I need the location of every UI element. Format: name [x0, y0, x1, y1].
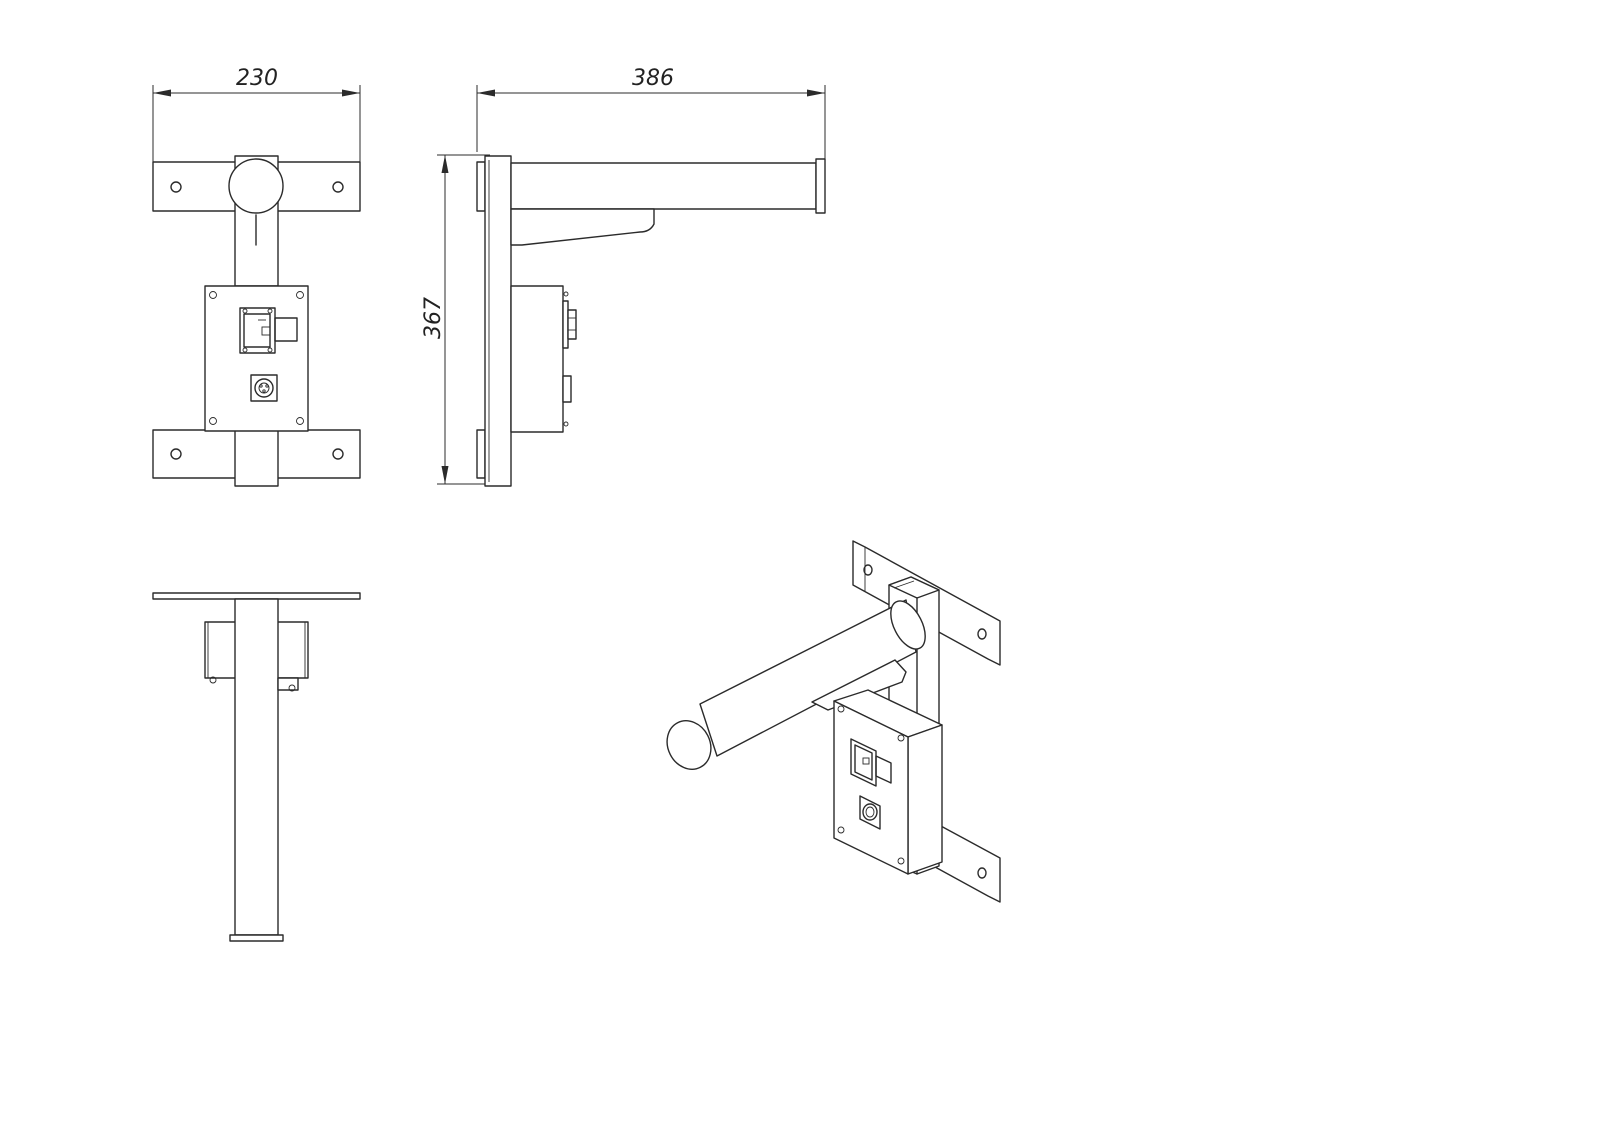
vertical-post-lower: [234, 429, 279, 487]
iso-gusset: [811, 659, 907, 711]
power-socket-icon: [239, 307, 298, 354]
front-view: 230: [152, 66, 361, 487]
junction-box-side: [510, 285, 564, 433]
dimension-length-label: 386: [632, 66, 674, 91]
iso-arm-end-cap: [666, 720, 712, 770]
dimension-length: 386: [476, 66, 826, 160]
mounting-hole: [332, 181, 344, 193]
xlr-connector-icon: [250, 374, 278, 402]
arm-end-cap: [228, 158, 284, 214]
junction-box: [204, 285, 309, 432]
iso-xlr-connector-icon: [859, 795, 881, 830]
mounting-hole: [332, 448, 344, 460]
horizontal-arm-top: [234, 598, 279, 936]
side-view: 386 367: [421, 66, 826, 487]
dimension-width: 230: [152, 66, 361, 162]
iso-box-front: [833, 700, 909, 875]
support-gusset: [510, 208, 655, 246]
mounting-hole: [170, 181, 182, 193]
xlr-profile: [562, 375, 572, 403]
plate-top-edge: [152, 592, 361, 600]
dimension-height: 367: [421, 154, 490, 485]
mounting-hole: [170, 448, 182, 460]
socket-profile: [562, 300, 569, 349]
top-plate-edge: [476, 161, 486, 212]
dimension-height-label: 367: [421, 297, 446, 339]
arm-end-cap-top: [229, 934, 284, 942]
arm-end-cap-side: [815, 158, 826, 214]
isometric-view: [666, 540, 1001, 903]
iso-power-socket-icon: [850, 738, 892, 787]
bottom-plate-edge: [476, 429, 486, 479]
horizontal-arm: [510, 162, 817, 210]
iso-box-side: [907, 724, 943, 875]
dimension-width-label: 230: [236, 66, 278, 91]
top-view: [152, 592, 361, 942]
